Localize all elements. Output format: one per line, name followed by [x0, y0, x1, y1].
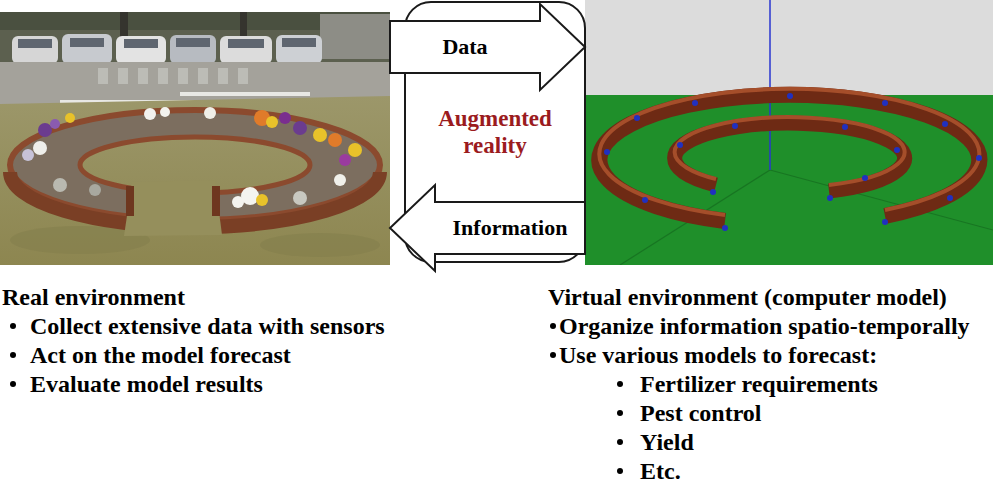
- sub-bullet-text: Pest control: [640, 400, 762, 426]
- frame-title: Augmented reality: [425, 105, 565, 159]
- bullet-text: Evaluate model results: [30, 371, 263, 397]
- sub-bullet-text: Etc.: [640, 458, 681, 484]
- panel-heading: Real environment: [2, 284, 185, 310]
- bullet-dot: [617, 439, 623, 445]
- panel-heading: Virtual environment (computer model): [548, 284, 947, 310]
- bullet-dot: [617, 381, 623, 387]
- arrow-label: Information: [451, 215, 570, 241]
- bullet-dot: [617, 468, 623, 474]
- flowerbed-photo: [0, 12, 390, 265]
- bullet-dot: [10, 323, 16, 329]
- bullet-dot: [10, 381, 16, 387]
- bullet-dot: [617, 410, 623, 416]
- arrow-label: Data: [440, 34, 489, 60]
- bullet-text: Use various models to forecast:: [559, 342, 877, 368]
- real-environment-panel: Real environmentCollect extensive data w…: [0, 12, 390, 265]
- bullet-dot: [550, 323, 556, 329]
- bullet-dot: [10, 352, 16, 358]
- bullet-text: Organize information spatio-temporally: [559, 313, 970, 339]
- sensor-dots: [604, 93, 982, 231]
- data-flow-arrow: [390, 4, 585, 90]
- sub-bullet-text: Yield: [640, 429, 694, 455]
- information-flow-arrow: [390, 185, 585, 271]
- bullet-text: Collect extensive data with sensors: [30, 313, 385, 339]
- bullet-dot: [550, 352, 556, 358]
- bullet-text: Act on the model forecast: [30, 342, 291, 368]
- flowers: [22, 107, 362, 208]
- virtual-model-render: [585, 0, 993, 265]
- sub-bullet-text: Fertilizer requirements: [640, 371, 878, 397]
- virtual-environment-panel: Virtual environment (computer model)Orga…: [585, 0, 993, 265]
